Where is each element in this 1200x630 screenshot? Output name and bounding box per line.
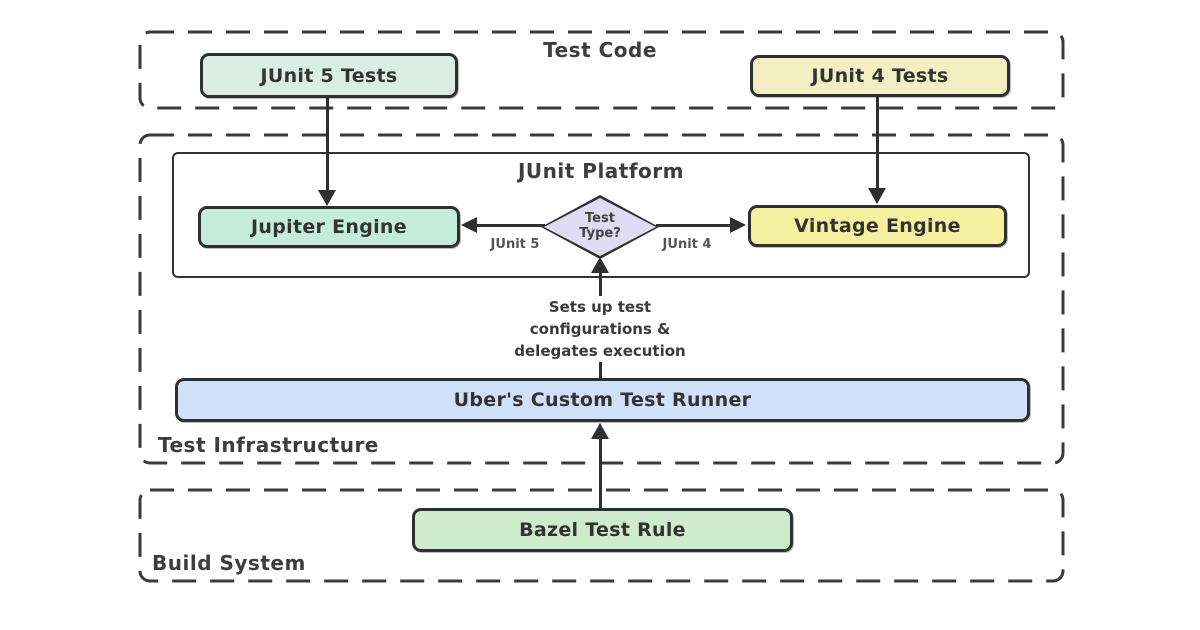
group-label-junit-platform: JUnit Platform (517, 159, 684, 183)
edge-label-junit4: JUnit 4 (662, 237, 712, 252)
node-label: JUnit 5 Tests (260, 64, 398, 87)
node-label: JUnit 4 Tests (811, 65, 949, 87)
dashed-border (138, 488, 1065, 583)
node-custom-test-runner: Uber's Custom Test Runner (175, 378, 1030, 422)
node-label: Jupiter Engine (251, 216, 407, 238)
node-jupiter-engine: Jupiter Engine (198, 206, 460, 248)
edge-label-junit5: JUnit 5 (490, 237, 540, 252)
node-bazel-test-rule: Bazel Test Rule (412, 508, 793, 552)
group-label-test-infrastructure: Test Infrastructure (158, 433, 379, 457)
node-vintage-engine: Vintage Engine (748, 205, 1007, 247)
node-junit5-tests: JUnit 5 Tests (200, 53, 458, 98)
node-label: Uber's Custom Test Runner (453, 389, 752, 411)
group-test-code: Test Code (138, 30, 1065, 110)
edge-label-runner-note: Sets up test configurations & delegates … (508, 296, 692, 362)
node-label: Vintage Engine (794, 215, 961, 237)
group-label-test-code: Test Code (543, 38, 657, 62)
node-label: Test Type? (579, 211, 621, 241)
node-junit4-tests: JUnit 4 Tests (750, 55, 1010, 97)
group-label-build-system: Build System (152, 551, 306, 575)
group-build-system: Build System (138, 488, 1065, 583)
node-label: Bazel Test Rule (519, 519, 686, 541)
